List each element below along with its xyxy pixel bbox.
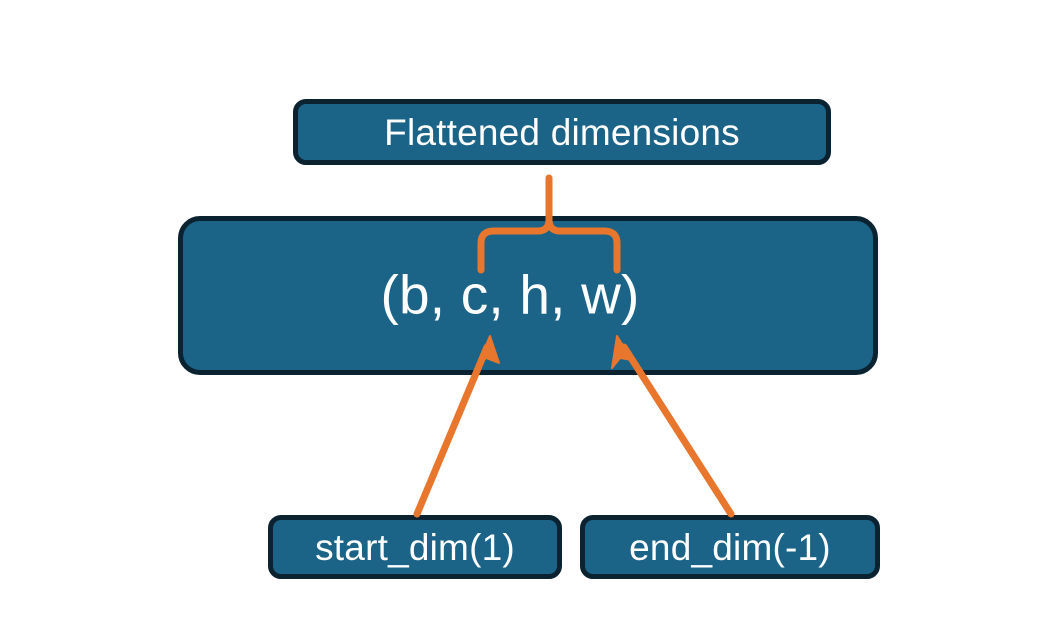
end-dim-label: end_dim(-1) [629, 526, 831, 568]
flattened-dimensions-label: Flattened dimensions [384, 111, 740, 153]
start-dim-box[interactable]: start_dim(1) [268, 515, 562, 579]
start-dim-label: start_dim(1) [315, 526, 515, 568]
end-dim-box[interactable]: end_dim(-1) [580, 515, 880, 579]
flattened-dimensions-box[interactable]: Flattened dimensions [293, 99, 831, 165]
tensor-shape-box[interactable]: (b, c, h, w) [178, 216, 878, 375]
tensor-shape-label: (b, c, h, w) [380, 262, 640, 325]
